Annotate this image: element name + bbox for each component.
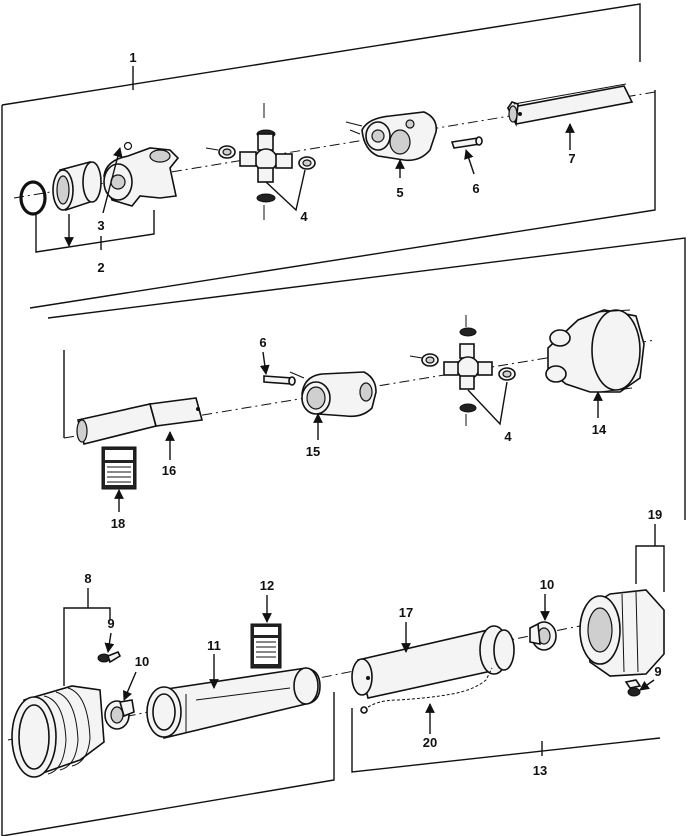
callout-9-right: 9 [654, 664, 661, 679]
shaft-part-16 [76, 397, 204, 445]
assembly-frame-lines [1, 3, 686, 836]
callout-2: 2 [97, 260, 104, 275]
callout-5: 5 [396, 185, 403, 200]
shield-cone-part-19 [579, 589, 665, 677]
decal-part-12 [250, 623, 282, 669]
callout-4-row1: 4 [300, 209, 308, 224]
bearing-collar-part [52, 160, 102, 212]
yoke-part-5 [345, 111, 438, 162]
yoke-part-row1 [103, 141, 180, 207]
callout-7: 7 [568, 151, 575, 166]
pin-part-6-row1 [450, 136, 483, 149]
callout-10-right: 10 [540, 577, 554, 592]
callout-15: 15 [306, 444, 320, 459]
shield-cone-part-8 [11, 685, 105, 778]
callout-14: 14 [592, 422, 607, 437]
callout-13: 13 [533, 763, 547, 778]
callout-1: 1 [129, 50, 136, 65]
callout-11: 11 [207, 638, 221, 653]
callout-16: 16 [162, 463, 176, 478]
chain-part-20 [360, 667, 493, 714]
bearing-part-10-right [529, 621, 557, 651]
cross-bearing-kit-row1 [205, 103, 316, 220]
callout-4-row2: 4 [504, 429, 512, 444]
cross-bearing-kit-row2 [409, 315, 516, 426]
leader-lines [35, 66, 665, 734]
tube-part-11 [146, 667, 321, 739]
tube-part-17 [351, 625, 515, 699]
screw-part-9-left [97, 650, 122, 664]
callout-10-left: 10 [135, 654, 149, 669]
callout-12: 12 [260, 578, 274, 593]
yoke-part-14 [545, 309, 645, 393]
callout-9-left: 9 [107, 616, 114, 631]
callout-19: 19 [648, 507, 662, 522]
shaft-part-7 [506, 83, 634, 127]
callout-labels: 1 2 3 4 5 6 7 6 4 14 15 16 18 8 9 10 11 … [84, 50, 662, 778]
screw-part-9-right [624, 679, 642, 697]
callout-17: 17 [399, 605, 413, 620]
decal-part-18 [101, 446, 137, 490]
callout-3: 3 [97, 218, 104, 233]
callout-18: 18 [111, 516, 125, 531]
callout-6-row2: 6 [259, 335, 266, 350]
o-ring-part [19, 180, 47, 216]
callout-6-row1: 6 [472, 181, 479, 196]
callout-8: 8 [84, 571, 91, 586]
pin-part-6-row2 [263, 375, 296, 386]
yoke-part-15 [289, 371, 377, 418]
bearing-part-10-left [104, 699, 135, 730]
callout-20: 20 [423, 735, 437, 750]
